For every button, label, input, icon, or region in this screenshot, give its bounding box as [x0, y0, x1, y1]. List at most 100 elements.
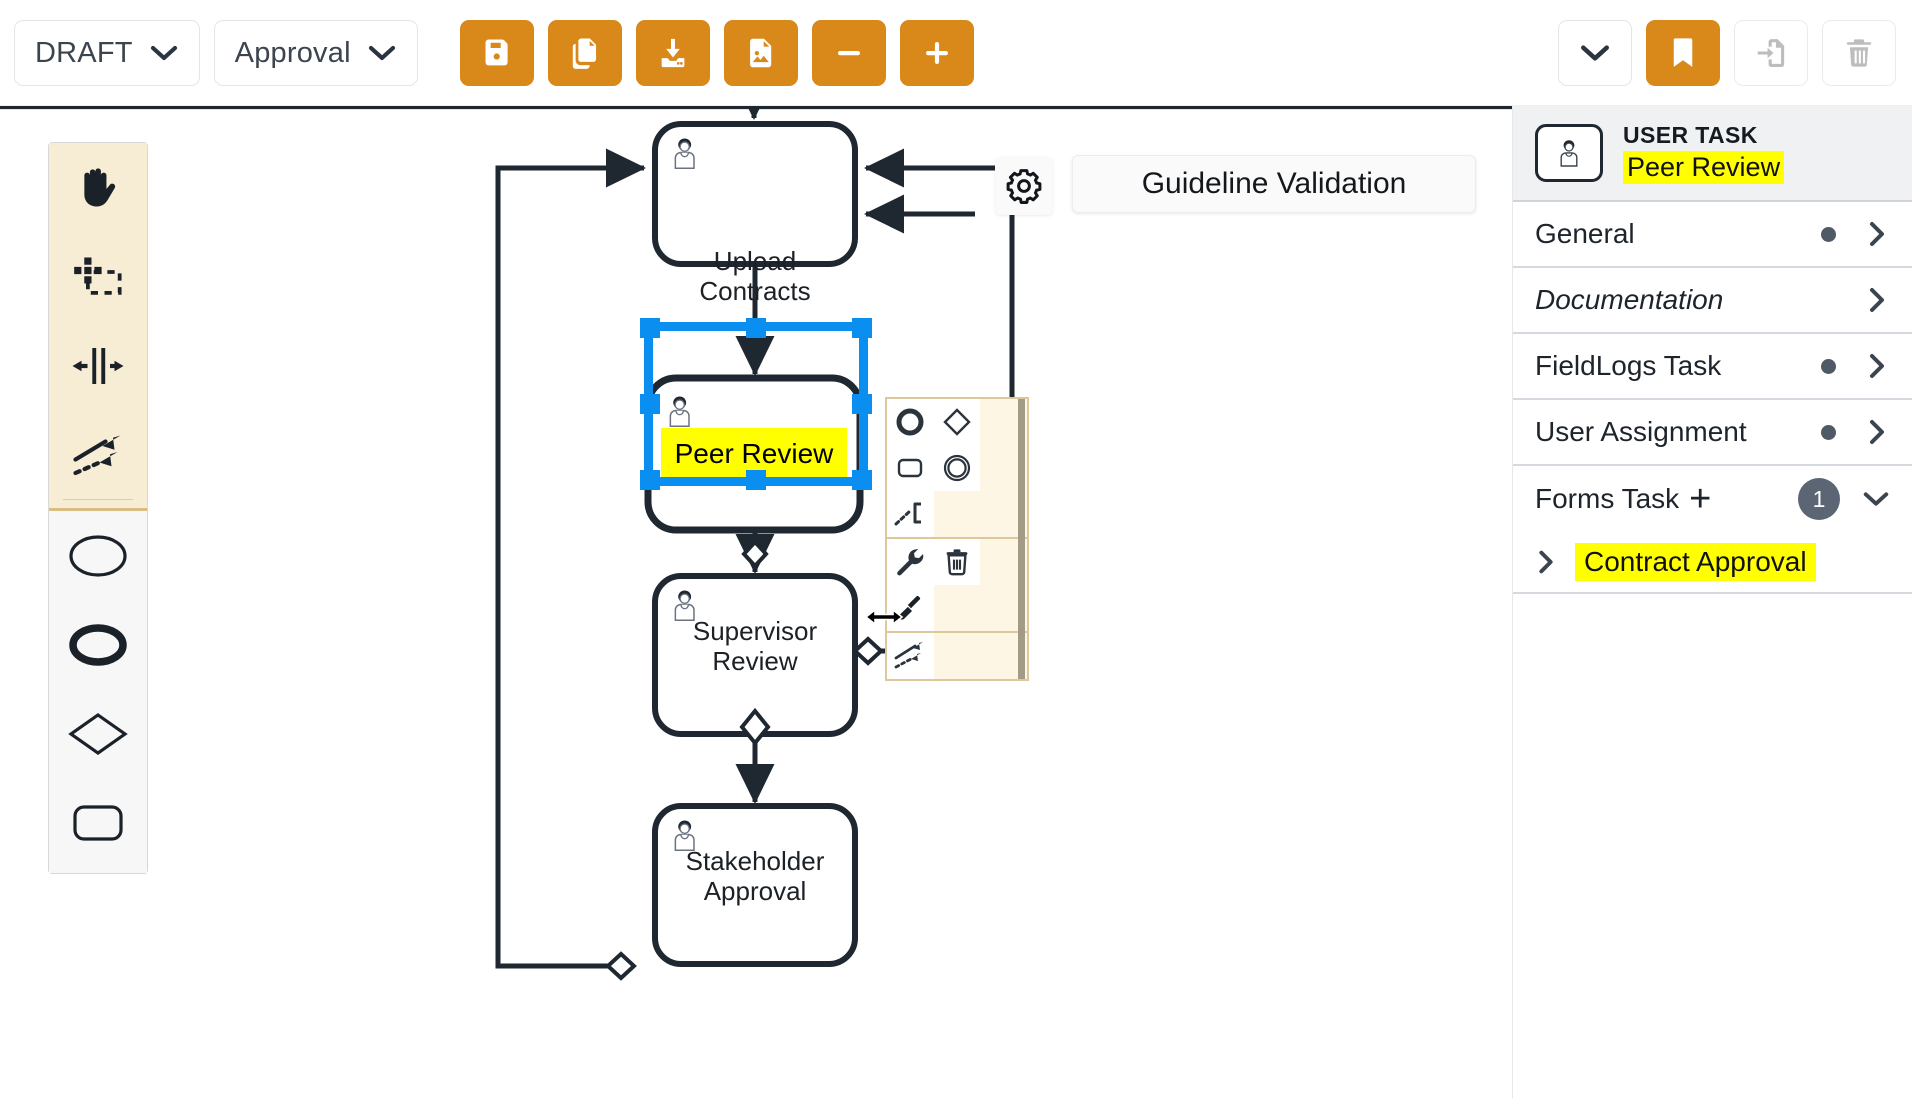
context-pad-section-actions	[887, 539, 1027, 633]
configure-button[interactable]	[887, 539, 934, 585]
bookmark-button[interactable]	[1646, 20, 1720, 86]
hand-icon	[84, 167, 116, 207]
task-rect-icon	[898, 458, 923, 478]
element-palette	[48, 142, 148, 874]
copy-pages-icon	[572, 38, 596, 69]
context-pad-spacer	[934, 633, 981, 679]
append-intermediate-event-button[interactable]	[933, 445, 981, 491]
forms-item-label: Contract Approval	[1575, 543, 1816, 581]
status-dropdown-value: DRAFT	[35, 36, 133, 69]
properties-header: USER TASK Peer Review	[1513, 106, 1912, 202]
guideline-validation-chip[interactable]: Guideline Validation	[1072, 155, 1476, 213]
properties-row-label: General	[1535, 218, 1635, 249]
append-end-event-button[interactable]	[887, 399, 934, 445]
connect-arrows-icon	[73, 435, 121, 475]
context-pad-section-connect	[887, 633, 1027, 679]
properties-row-user-assignment[interactable]: User Assignment	[1513, 400, 1912, 466]
properties-row-label: User Assignment	[1535, 416, 1747, 447]
zoom-in-button[interactable]	[899, 20, 974, 86]
trash-icon	[946, 549, 968, 576]
properties-row-documentation[interactable]: Documentation	[1513, 268, 1912, 334]
more-menu-button[interactable]	[1558, 20, 1632, 86]
has-content-dot	[1821, 226, 1836, 242]
properties-row-fieldlogs-task[interactable]: FieldLogs Task	[1513, 334, 1912, 400]
settings-gear-button[interactable]	[995, 157, 1053, 215]
add-form-button[interactable]: +	[1689, 478, 1712, 520]
connect-arrows-icon	[894, 642, 924, 669]
context-pad-section-shapes	[887, 399, 1027, 539]
forms-item-contract-approval[interactable]: Contract Approval	[1513, 532, 1912, 594]
space-tool-icon	[72, 347, 124, 384]
save-button[interactable]	[459, 20, 534, 86]
download-tray-icon	[661, 38, 685, 68]
append-text-annotation-icon	[894, 502, 922, 526]
import-button[interactable]	[1734, 20, 1808, 86]
context-pad-scrollbar[interactable]	[1018, 399, 1025, 679]
palette-task-tool[interactable]	[49, 778, 147, 867]
export-image-button[interactable]	[723, 20, 798, 86]
circle-thin-icon	[69, 534, 127, 577]
toolbar-left-group: DRAFT Approval	[14, 20, 974, 86]
palette-hand-tool[interactable]	[49, 143, 147, 232]
context-pad-spacer	[934, 585, 981, 631]
chevron-right-icon	[1539, 550, 1553, 574]
import-file-icon	[1757, 39, 1785, 68]
palette-gateway-tool[interactable]	[49, 689, 147, 778]
plus-icon	[925, 42, 948, 64]
append-task-button[interactable]	[887, 445, 934, 491]
palette-end-event-tool[interactable]	[49, 600, 147, 689]
palette-shapes-group	[49, 511, 147, 873]
palette-start-event-tool[interactable]	[49, 511, 147, 600]
user-task-icon	[674, 590, 695, 621]
delete-button[interactable]	[1822, 20, 1896, 86]
has-content-dot	[1821, 424, 1836, 440]
properties-row-forms-task[interactable]: Forms Task + 1	[1513, 466, 1912, 532]
properties-row-general[interactable]: General	[1513, 202, 1912, 268]
palette-divider	[63, 499, 133, 500]
user-task-icon	[674, 138, 695, 169]
delete-element-button[interactable]	[933, 539, 981, 585]
toolbar-right-group	[1558, 20, 1896, 86]
palette-connect-tool[interactable]	[49, 410, 147, 499]
diamond-icon	[68, 712, 128, 755]
trash-icon	[1846, 39, 1872, 67]
gateway-diamond-icon	[943, 408, 971, 436]
file-image-icon	[749, 38, 771, 68]
guideline-validation-label: Guideline Validation	[1141, 167, 1407, 200]
process-dropdown[interactable]: Approval	[213, 20, 418, 86]
intermediate-event-icon	[943, 454, 971, 482]
resize-cursor	[864, 604, 904, 635]
wrench-icon	[897, 548, 924, 576]
properties-panel: USER TASK Peer Review General Documentat…	[1512, 106, 1912, 1098]
process-dropdown-value: Approval	[234, 36, 351, 69]
gear-icon	[1006, 169, 1042, 204]
diagram-canvas[interactable]: Upload Contracts Peer Review Supervisor …	[0, 106, 1512, 1098]
element-type-label: USER TASK	[1623, 122, 1758, 148]
chevron-down-icon	[150, 45, 177, 61]
minus-icon	[837, 51, 860, 56]
chevron-right-icon	[1870, 420, 1884, 444]
properties-header-text: USER TASK Peer Review	[1623, 122, 1785, 184]
element-name-label: Peer Review	[1623, 151, 1785, 184]
context-pad[interactable]	[885, 397, 1029, 681]
zoom-out-button[interactable]	[811, 20, 886, 86]
palette-space-tool[interactable]	[49, 321, 147, 410]
palette-lasso-tool[interactable]	[49, 232, 147, 321]
has-content-dot	[1821, 358, 1836, 374]
append-text-annotation-button[interactable]	[887, 491, 934, 537]
bpmn-diagram	[0, 106, 1512, 981]
download-button[interactable]	[635, 20, 710, 86]
status-dropdown[interactable]: DRAFT	[14, 20, 200, 86]
user-task-icon	[1535, 124, 1603, 182]
context-pad-spacer	[934, 491, 981, 537]
chevron-right-icon	[1870, 222, 1884, 246]
connect-button[interactable]	[887, 633, 934, 679]
append-gateway-button[interactable]	[933, 399, 981, 445]
chevron-down-icon	[368, 45, 395, 61]
palette-tools-group	[49, 143, 147, 511]
bookmark-icon	[1673, 38, 1693, 67]
duplicate-button[interactable]	[547, 20, 622, 86]
save-floppy-icon	[485, 39, 508, 66]
properties-row-label: Documentation	[1535, 284, 1724, 315]
